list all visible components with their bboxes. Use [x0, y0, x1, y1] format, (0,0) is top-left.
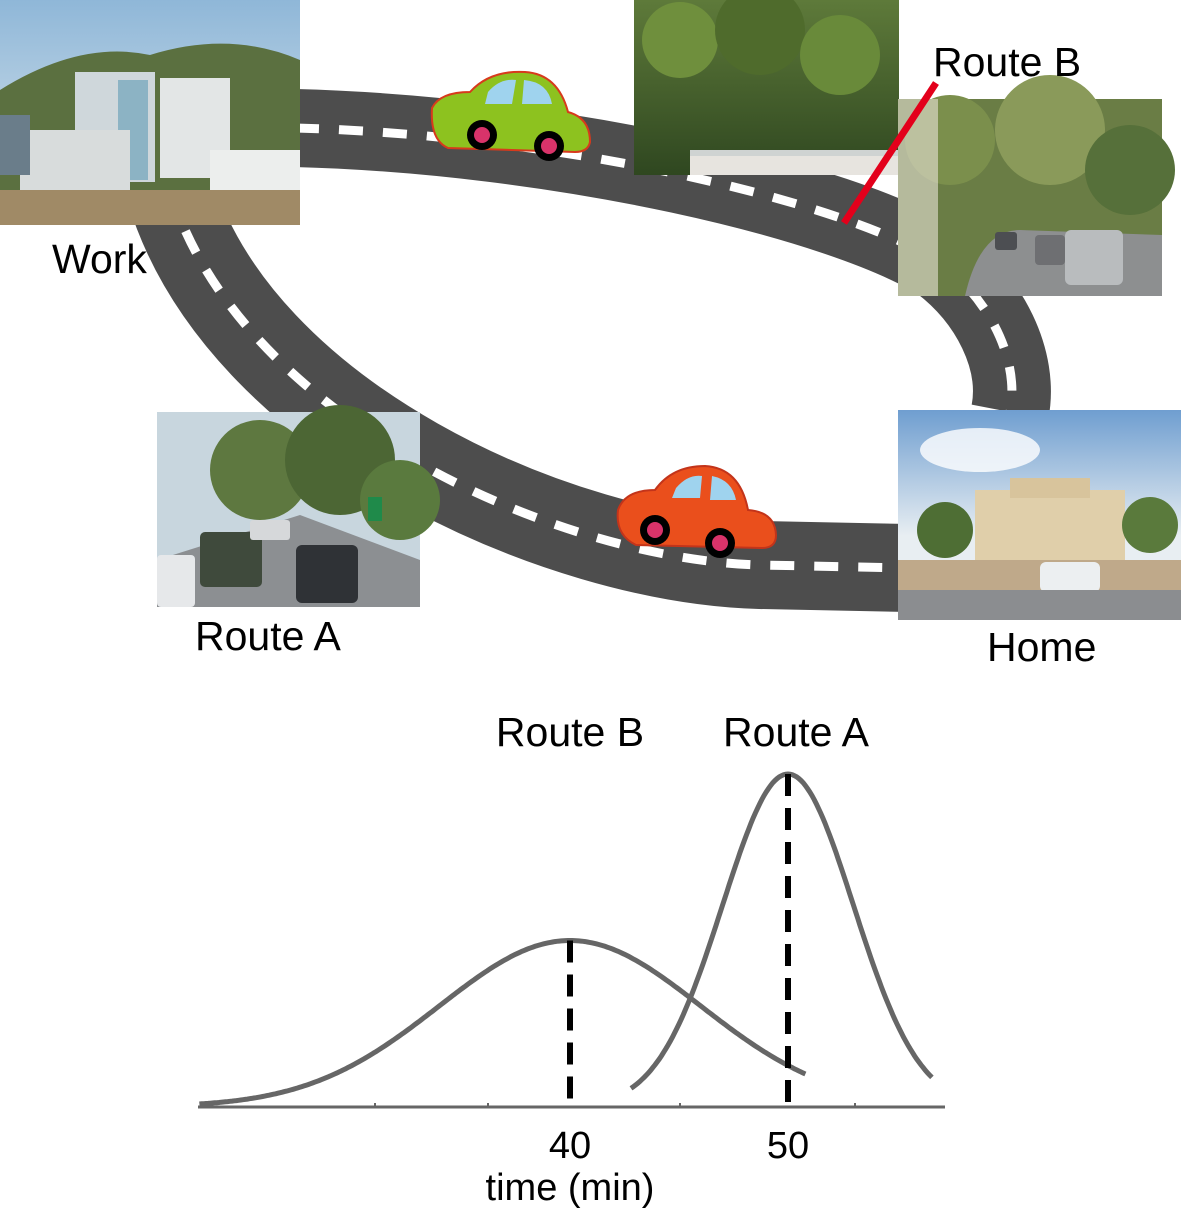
green-car — [430, 70, 592, 161]
home-label: Home — [987, 624, 1096, 670]
x-tick-label: 40 — [549, 1125, 591, 1167]
route-a-curve — [629, 771, 934, 1091]
route-a-photo — [157, 405, 440, 607]
work-label: Work — [52, 236, 147, 282]
route-b-curve — [199, 938, 807, 1107]
route-b-series-label: Route B — [496, 709, 644, 755]
red-car — [616, 464, 778, 558]
route-b-label: Route B — [933, 39, 1081, 85]
road-route-a — [127, 176, 911, 612]
route-a-series-label: Route A — [723, 709, 870, 755]
x-axis-label: time (min) — [486, 1167, 655, 1209]
home-photo — [898, 410, 1181, 620]
work-photo — [0, 0, 300, 225]
route-b-photo — [898, 75, 1175, 296]
time-distribution-plot: Route B Route A 40 50 time (min) — [198, 709, 945, 1209]
forest-road-photo — [634, 0, 899, 175]
route-b-pointer — [841, 81, 939, 225]
route-a-label: Route A — [195, 613, 342, 659]
x-tick-label: 50 — [767, 1125, 809, 1167]
